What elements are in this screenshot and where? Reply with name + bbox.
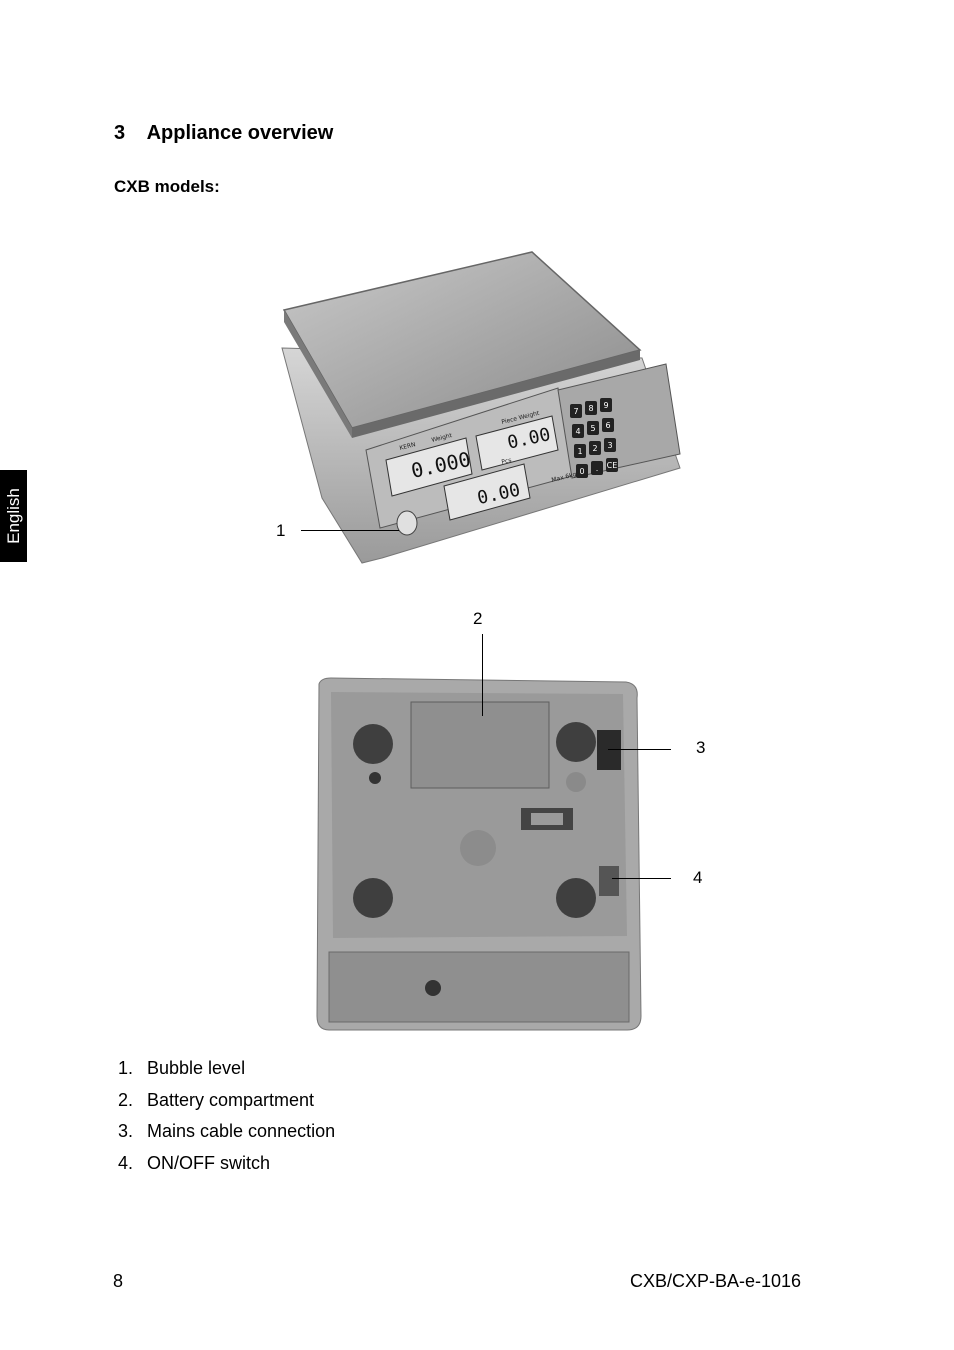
legend-label: Bubble level — [147, 1058, 246, 1078]
bubble-level — [396, 510, 418, 536]
keypad-key — [600, 398, 612, 412]
legend-item: 3. Mains cable connection — [118, 1121, 335, 1153]
foot — [556, 722, 596, 762]
battery-compartment — [410, 701, 550, 789]
legend-label: Battery compartment — [147, 1089, 315, 1110]
brand-label: KERN — [399, 441, 417, 452]
keypad-key-label: 2 — [592, 444, 597, 453]
scale-front-figure: 0.000 0.00 0.00 KERN Weight Piece Weight… — [262, 238, 692, 578]
keypad-key — [591, 461, 603, 475]
callout-1: 1 — [276, 521, 285, 540]
on-off-switch — [599, 866, 619, 896]
legend-label: ON/OFF switch — [147, 1153, 271, 1174]
keypad-key — [570, 404, 582, 418]
legend-number: 2. — [118, 1089, 134, 1110]
legend-item: 1. Bubble level — [118, 1058, 335, 1090]
foot — [353, 878, 393, 918]
keypad-key — [585, 401, 597, 415]
subheading: CXB models: — [114, 177, 220, 196]
callout-1-leader — [301, 530, 399, 532]
foot — [556, 878, 596, 918]
pcs-label: Pcs — [501, 457, 512, 466]
keypad-key-label: 7 — [573, 407, 578, 416]
keypad: 7 8 9 4 5 6 1 2 3 0. CE — [570, 398, 618, 478]
callout-2-leader — [482, 634, 484, 716]
language-tab: English — [0, 470, 27, 562]
keypad-key-label: 6 — [605, 421, 610, 430]
callout-3-leader — [608, 749, 671, 751]
keypad-key — [606, 458, 618, 472]
keypad-key-label: 5 — [590, 424, 595, 433]
keypad-key — [574, 444, 586, 458]
keypad-key — [572, 424, 584, 438]
keypad-key-label: 4 — [575, 427, 580, 436]
parts-legend: 1. Bubble level 2. Battery compartment 3. M… — [118, 1058, 335, 1185]
language-tab-label: English — [3, 488, 23, 544]
legend-number: 3. — [118, 1121, 134, 1142]
keypad-key — [602, 418, 614, 432]
callout-4-leader — [612, 878, 671, 880]
keypad-key-label: CE — [607, 461, 618, 470]
page-number: 8 — [113, 1271, 124, 1291]
callout-3: 3 — [696, 738, 706, 757]
section-heading: 3 Appliance overview — [114, 122, 333, 145]
foot — [353, 724, 393, 764]
section-title: Appliance overview — [146, 122, 334, 144]
keypad-key-label: . — [596, 464, 599, 473]
keypad-key — [604, 438, 616, 452]
keypad-key-label: 0 — [579, 467, 584, 476]
legend-number: 1. — [118, 1058, 134, 1078]
keypad-key-label: 3 — [607, 441, 612, 450]
legend-item: 4. ON/OFF switch — [118, 1153, 335, 1185]
legend-number: 4. — [118, 1153, 134, 1174]
keypad-key-label: 1 — [577, 447, 582, 456]
section-number: 3 — [114, 122, 126, 144]
legend-item: 2. Battery compartment — [118, 1090, 335, 1122]
keypad-key-label: 8 — [588, 404, 593, 413]
keypad-key — [587, 421, 599, 435]
keypad-key — [576, 464, 588, 478]
callout-4: 4 — [693, 868, 703, 887]
document-id: CXB/CXP-BA-e-1016 — [630, 1271, 802, 1291]
callout-2: 2 — [473, 609, 483, 628]
legend-label: Mains cable connection — [147, 1121, 336, 1142]
keypad-key-label: 9 — [603, 401, 608, 410]
keypad-key — [589, 441, 601, 455]
scale-underside-figure — [311, 676, 646, 1034]
